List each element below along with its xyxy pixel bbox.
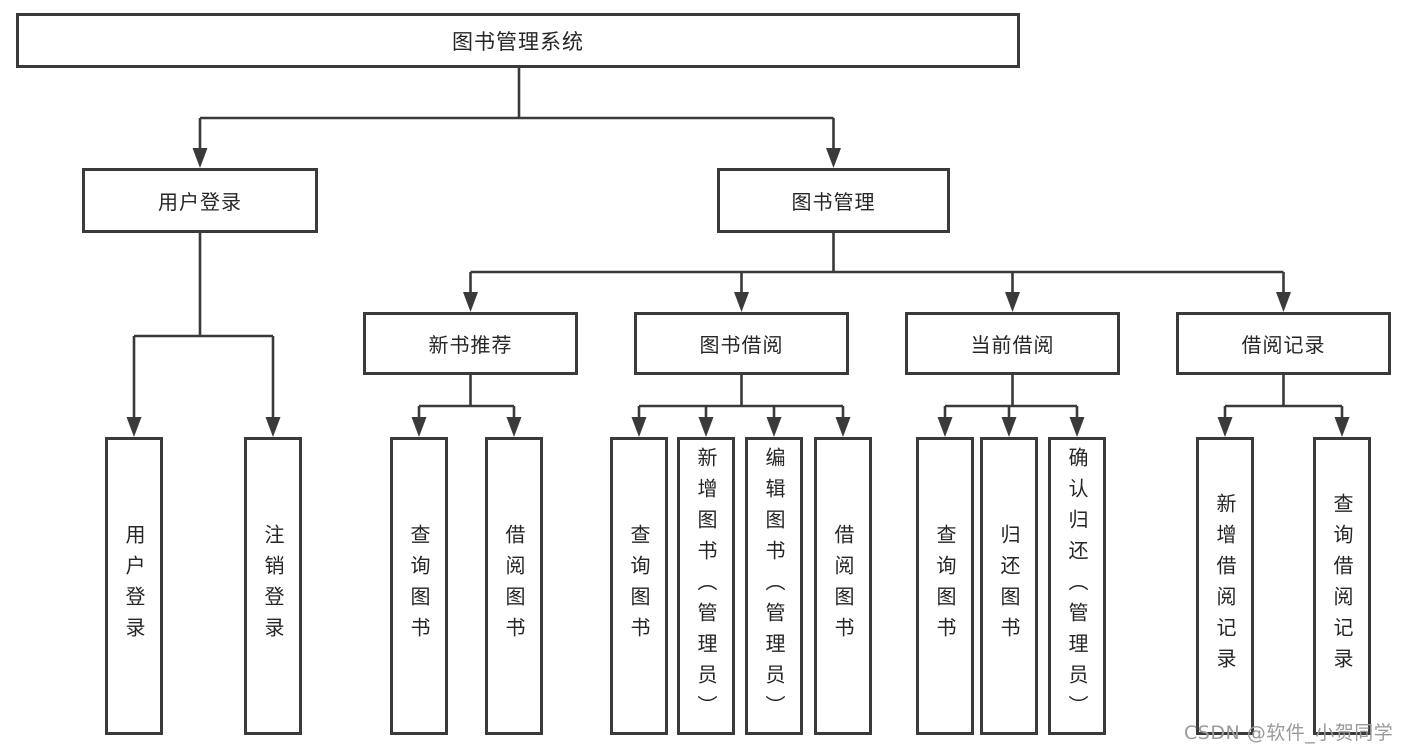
leaf-label: 查询借阅记录 [1330,493,1354,679]
node-library-management-system: 图书管理系统 [16,13,1020,68]
node-book-management: 图书管理 [717,168,950,233]
node-book-borrowing: 图书借阅 [634,312,849,375]
csdn-watermark: CSDN @软件_小贺同学 [1184,722,1394,744]
leaf-label: 查询图书 [407,524,431,648]
leaf-logout: 注销登录 [244,437,302,735]
node-label: 当前借阅 [970,333,1055,357]
node-user-login-group: 用户登录 [82,168,318,233]
leaf-label: 查询图书 [627,524,651,648]
leaf-query-borrow-record: 查询借阅记录 [1313,437,1371,735]
leaf-borrow-books-recommend: 借阅图书 [485,437,543,735]
leaf-add-borrow-record: 新增借阅记录 [1196,437,1254,735]
leaf-label: 归还图书 [997,524,1021,648]
node-new-book-recommend: 新书推荐 [363,312,578,375]
node-label: 新书推荐 [428,333,513,357]
leaf-label: 确认归还（管理员） [1065,446,1089,726]
node-label: 图书管理 [791,190,876,214]
leaf-query-books-borrowing: 查询图书 [610,437,668,735]
leaf-return-books: 归还图书 [980,437,1038,735]
leaf-query-books-current: 查询图书 [916,437,974,735]
node-label: 用户登录 [158,190,242,214]
leaf-borrow-books: 借阅图书 [814,437,872,735]
node-label: 借阅记录 [1241,333,1326,357]
leaf-label: 借阅图书 [831,524,855,648]
leaf-edit-books-admin: 编辑图书（管理员） [745,437,803,735]
node-current-borrowing: 当前借阅 [905,312,1120,375]
leaf-label: 新增借阅记录 [1213,493,1237,679]
leaf-query-books-recommend: 查询图书 [390,437,448,735]
leaf-label: 借阅图书 [502,524,526,648]
node-label: 图书管理系统 [452,29,584,54]
leaf-user-login: 用户登录 [105,437,163,735]
leaf-confirm-return-admin: 确认归还（管理员） [1048,437,1106,735]
leaf-label: 编辑图书（管理员） [762,446,786,726]
node-label: 图书借阅 [699,333,784,357]
leaf-label: 注销登录 [261,524,285,648]
leaf-add-books-admin: 新增图书（管理员） [677,437,735,735]
leaf-label: 查询图书 [933,524,957,648]
node-borrow-records: 借阅记录 [1176,312,1391,375]
leaf-label: 新增图书（管理员） [694,446,718,726]
leaf-label: 用户登录 [122,524,146,648]
